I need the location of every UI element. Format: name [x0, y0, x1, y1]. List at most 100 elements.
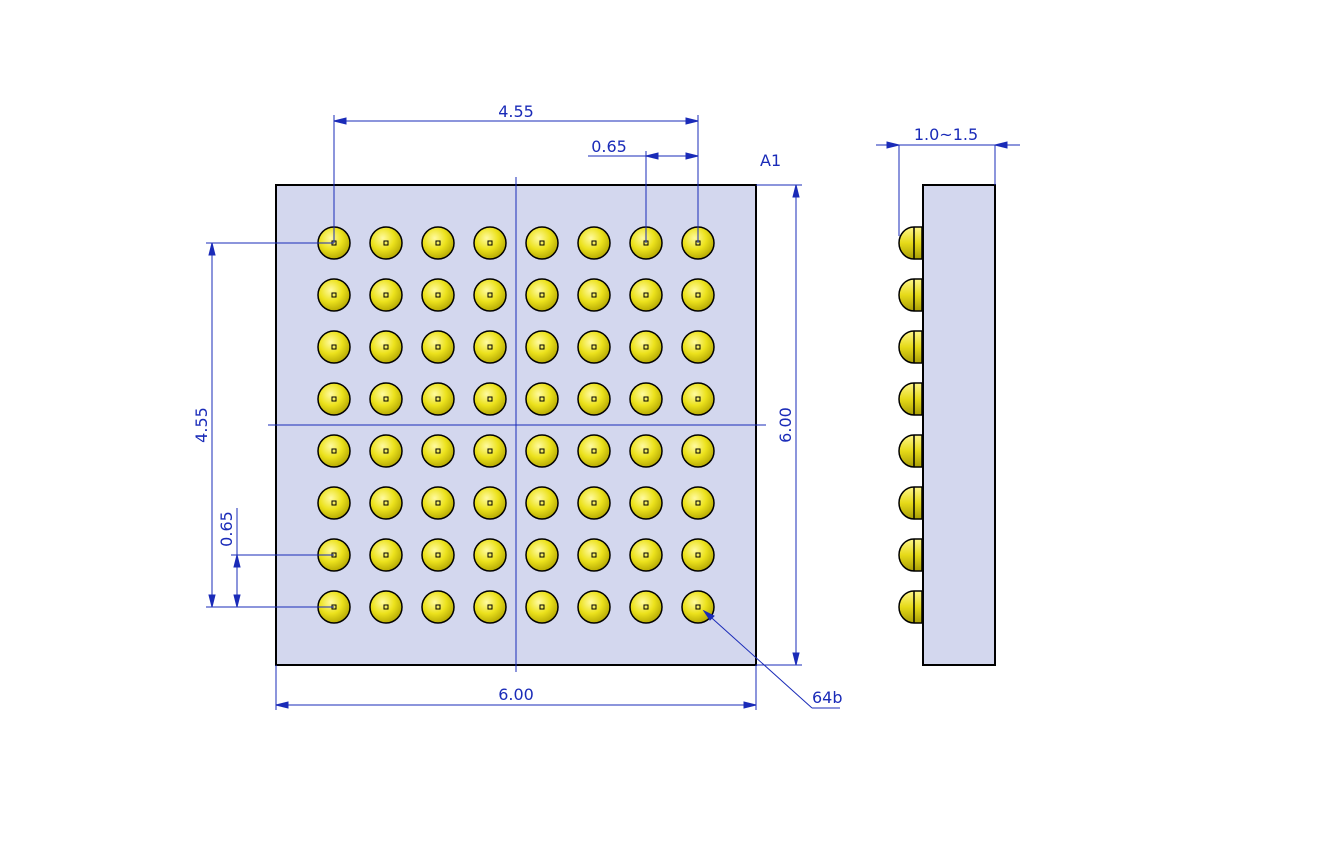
solder-ball [369, 382, 403, 416]
solder-ball [577, 434, 611, 468]
solder-ball-center-mark [383, 604, 389, 610]
solder-ball [473, 538, 507, 572]
side-solder-ball [898, 382, 923, 416]
side-view: 1.0~1.5 [876, 125, 1020, 666]
solder-ball [629, 486, 663, 520]
solder-ball [421, 226, 455, 260]
solder-ball [369, 330, 403, 364]
solder-ball-center-mark [591, 604, 597, 610]
solder-ball [421, 486, 455, 520]
solder-ball [681, 278, 715, 312]
dim-body-height-label: 6.00 [776, 407, 795, 443]
solder-ball-center-mark [643, 500, 649, 506]
solder-ball-center-mark [591, 552, 597, 558]
dim-span-width-label: 4.55 [498, 102, 534, 121]
solder-ball-center-mark [539, 396, 545, 402]
dim-pitch-width [588, 151, 699, 243]
dim-span-height-label: 4.55 [192, 407, 211, 443]
solder-ball [473, 330, 507, 364]
label-first-ball: A1 [760, 151, 781, 170]
solder-ball [317, 486, 351, 520]
solder-ball-center-mark [435, 344, 441, 350]
solder-ball [421, 278, 455, 312]
solder-ball [525, 226, 559, 260]
side-solder-ball [898, 538, 923, 572]
solder-ball-center-mark [695, 552, 701, 558]
side-solder-ball [898, 226, 923, 260]
solder-ball-center-mark [643, 292, 649, 298]
solder-ball-center-mark [383, 240, 389, 246]
solder-ball [421, 434, 455, 468]
solder-ball [577, 226, 611, 260]
side-solder-ball [898, 278, 923, 312]
solder-ball [473, 226, 507, 260]
side-solder-ball [898, 486, 923, 520]
solder-ball [317, 278, 351, 312]
solder-ball-center-mark [539, 552, 545, 558]
solder-ball-center-mark [643, 448, 649, 454]
solder-ball-center-mark [383, 552, 389, 558]
side-solder-ball [898, 330, 923, 364]
solder-ball [577, 382, 611, 416]
solder-ball [681, 486, 715, 520]
solder-ball-center-mark [695, 292, 701, 298]
solder-ball-center-mark [487, 604, 493, 610]
solder-ball-center-mark [487, 240, 493, 246]
solder-ball-center-mark [383, 344, 389, 350]
dim-body-width [275, 665, 757, 710]
solder-ball [369, 538, 403, 572]
solder-ball [421, 538, 455, 572]
solder-ball [681, 538, 715, 572]
leader-last-ball [702, 609, 840, 709]
dim-side-offset [876, 141, 1020, 236]
solder-ball [421, 382, 455, 416]
solder-ball-center-mark [331, 344, 337, 350]
solder-ball-center-mark [591, 240, 597, 246]
solder-ball [473, 486, 507, 520]
solder-ball-center-mark [331, 292, 337, 298]
solder-ball-center-mark [487, 500, 493, 506]
solder-ball [525, 330, 559, 364]
solder-ball-center-mark [643, 604, 649, 610]
solder-ball-center-mark [487, 396, 493, 402]
solder-ball [681, 382, 715, 416]
solder-ball [317, 382, 351, 416]
solder-ball [473, 278, 507, 312]
solder-ball [473, 382, 507, 416]
solder-ball-center-mark [539, 344, 545, 350]
solder-ball [577, 330, 611, 364]
solder-ball [421, 590, 455, 624]
solder-ball [681, 590, 715, 624]
solder-ball-center-mark [591, 292, 597, 298]
ball-grid [317, 226, 715, 624]
solder-ball [369, 278, 403, 312]
solder-ball [525, 434, 559, 468]
solder-ball-center-mark [487, 448, 493, 454]
solder-ball [369, 226, 403, 260]
solder-ball [629, 590, 663, 624]
solder-ball [525, 538, 559, 572]
solder-ball [577, 590, 611, 624]
solder-ball [525, 590, 559, 624]
solder-ball [369, 590, 403, 624]
solder-ball [369, 434, 403, 468]
solder-ball-center-mark [435, 552, 441, 558]
solder-ball [525, 382, 559, 416]
solder-ball-center-mark [435, 500, 441, 506]
dim-pitch-height-label: 0.65 [217, 511, 236, 547]
solder-ball-center-mark [695, 344, 701, 350]
solder-ball-center-mark [383, 448, 389, 454]
solder-ball-center-mark [435, 448, 441, 454]
side-package-body [922, 184, 996, 666]
solder-ball-center-mark [435, 396, 441, 402]
dim-span-width [333, 115, 699, 243]
solder-ball-center-mark [695, 500, 701, 506]
solder-ball-center-mark [331, 396, 337, 402]
solder-ball-center-mark [591, 344, 597, 350]
solder-ball-center-mark [331, 500, 337, 506]
solder-ball [629, 382, 663, 416]
side-solder-ball [898, 434, 923, 468]
solder-ball-center-mark [695, 448, 701, 454]
solder-ball-center-mark [539, 448, 545, 454]
solder-ball-center-mark [695, 604, 701, 610]
